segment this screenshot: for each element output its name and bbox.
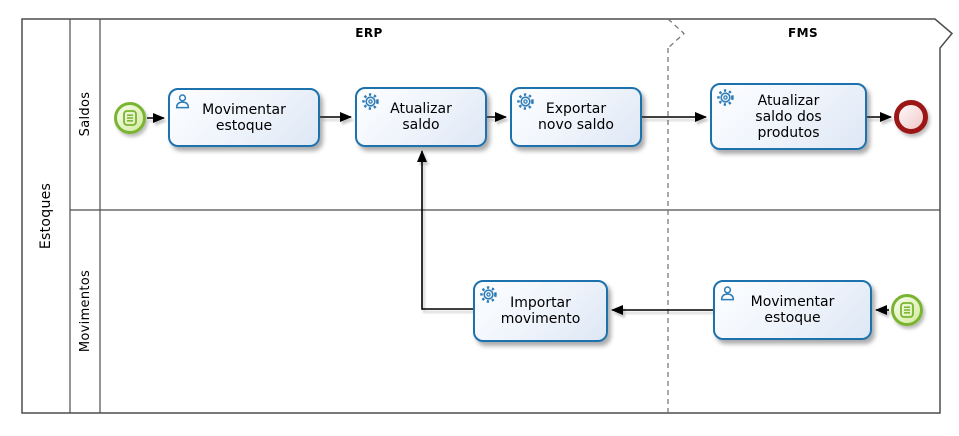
- phase-label-fms: FMS: [788, 26, 818, 40]
- task-exportar-novo-saldo[interactable]: Exportar novo saldo: [510, 87, 642, 147]
- task-label: Atualizar saldo: [390, 101, 452, 133]
- gear-icon: [517, 93, 534, 110]
- document-lines-icon: [123, 110, 137, 126]
- task-label: Importar movimento: [500, 295, 581, 327]
- task-importar-movimento[interactable]: Importar movimento: [473, 280, 608, 342]
- end-event-saldos[interactable]: [894, 100, 928, 134]
- task-atualizar-saldo-produtos[interactable]: Atualizar saldo dos produtos: [710, 83, 867, 150]
- task-label: Exportar novo saldo: [538, 101, 614, 133]
- user-icon: [175, 94, 190, 109]
- lane-label-movimentos: Movimentos: [77, 269, 93, 353]
- gear-icon: [362, 93, 379, 110]
- flow-importar-to-atualizar: [417, 150, 473, 310]
- lane-label-saldos: Saldos: [77, 91, 93, 137]
- user-icon: [720, 286, 735, 301]
- gear-icon: [717, 89, 734, 106]
- pool-label: Estoques: [38, 182, 54, 250]
- task-label: Atualizar saldo dos produtos: [755, 92, 822, 141]
- start-event-movimentos[interactable]: [891, 294, 923, 326]
- task-atualizar-saldo[interactable]: Atualizar saldo: [355, 87, 487, 147]
- gear-icon: [480, 286, 497, 303]
- task-label: Movimentar estoque: [750, 294, 835, 326]
- phase-divider-chevron: [667, 18, 685, 49]
- task-movimentar-estoque-fms[interactable]: Movimentar estoque: [713, 280, 872, 340]
- document-lines-icon: [900, 302, 914, 318]
- phase-label-erp: ERP: [355, 26, 383, 40]
- task-movimentar-estoque-erp[interactable]: Movimentar estoque: [168, 88, 320, 147]
- task-label: Movimentar estoque: [202, 101, 286, 134]
- pool-border: [21, 18, 954, 414]
- start-event-saldos[interactable]: [114, 102, 146, 134]
